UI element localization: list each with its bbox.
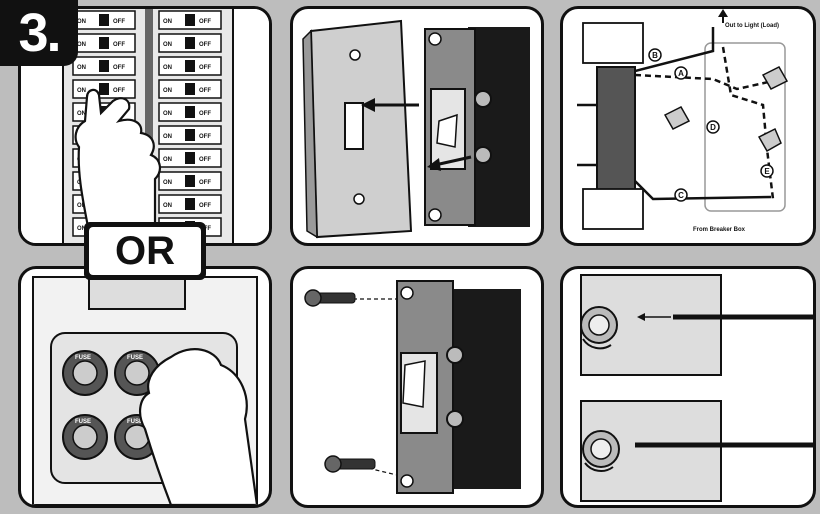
- breaker-switch: ON OFF: [72, 79, 136, 99]
- breaker-off-label: OFF: [199, 134, 211, 140]
- breaker-switch: ON OFF: [158, 56, 222, 76]
- breaker-on-label: ON: [163, 203, 172, 209]
- svg-text:E: E: [764, 167, 770, 176]
- breaker-off-label: OFF: [113, 65, 125, 71]
- breaker-on-label: ON: [77, 88, 86, 94]
- breaker-on-label: ON: [163, 157, 172, 163]
- breaker-off-label: OFF: [113, 19, 125, 25]
- screws-illustration: [304, 280, 521, 494]
- wire-marker-d: D: [706, 120, 720, 134]
- fuse: FUSE: [62, 350, 108, 396]
- breaker-switch: ON OFF: [158, 33, 222, 53]
- breaker-switch: ON OFF: [158, 10, 222, 30]
- breaker-on-label: ON: [163, 111, 172, 117]
- breaker-off-label: OFF: [113, 88, 125, 94]
- breaker-switch: ON OFF: [72, 56, 136, 76]
- breaker-off-label: OFF: [199, 157, 211, 163]
- breaker-on-label: ON: [163, 42, 172, 48]
- from-breaker-label: From Breaker Box: [693, 227, 746, 233]
- or-label: OR: [89, 227, 201, 275]
- breaker-on-label: ON: [77, 111, 86, 117]
- breaker-off-label: OFF: [199, 111, 211, 117]
- wire-marker-a: A: [674, 66, 688, 80]
- breaker-switch: ON OFF: [158, 148, 222, 168]
- wire-marker-b: B: [648, 48, 662, 62]
- breaker-on-label: ON: [163, 180, 172, 186]
- hand-shape: [74, 88, 161, 243]
- breaker-off-label: OFF: [199, 42, 211, 48]
- breaker-on-label: ON: [163, 65, 172, 71]
- breaker-off-label: OFF: [199, 88, 211, 94]
- breaker-on-label: ON: [163, 19, 172, 25]
- breaker-switch: ON OFF: [72, 10, 136, 30]
- svg-text:B: B: [652, 51, 658, 60]
- out-to-light-label: Out to Light (Load): [725, 23, 779, 29]
- breaker-on-label: ON: [77, 226, 86, 232]
- panel-terminal-screws: [560, 266, 816, 508]
- fuse: FUSE: [62, 414, 108, 460]
- svg-text:C: C: [678, 191, 684, 200]
- breaker-off-label: OFF: [113, 42, 125, 48]
- breaker-switch: ON OFF: [158, 79, 222, 99]
- hand-shape: [139, 348, 259, 505]
- wire-marker-e: E: [760, 164, 774, 178]
- fuse-label: FUSE: [75, 419, 91, 425]
- breaker-off-label: OFF: [199, 180, 211, 186]
- breaker-on-label: ON: [163, 134, 172, 140]
- panel-remove-screws: [290, 266, 544, 508]
- breaker-on-label: ON: [77, 42, 86, 48]
- panel-remove-cover-plate: [290, 6, 544, 246]
- breaker-on-label: ON: [77, 65, 86, 71]
- wiring-illustration: A B C D E: [577, 9, 789, 230]
- fuse-label: FUSE: [127, 355, 143, 361]
- breaker-on-label: ON: [77, 19, 86, 25]
- cover-plate-illustration: [302, 19, 530, 239]
- breaker-switch: ON OFF: [158, 194, 222, 214]
- terminal-illustration: [580, 274, 813, 502]
- wire-marker-c: C: [674, 188, 688, 202]
- breaker-switch: ON OFF: [158, 102, 222, 122]
- breaker-switch: ON OFF: [158, 125, 222, 145]
- fuse-label: FUSE: [127, 419, 143, 425]
- breaker-on-label: ON: [77, 203, 86, 209]
- svg-text:A: A: [678, 69, 684, 78]
- step-number-badge: 3.: [0, 0, 78, 66]
- breaker-on-label: ON: [163, 88, 172, 94]
- arrow-plate-off-2: [434, 155, 472, 167]
- breaker-off-label: OFF: [199, 65, 211, 71]
- breaker-switch: ON OFF: [72, 33, 136, 53]
- fuse-box-illustration: FUSE FUSE FUSE FUSE: [32, 269, 259, 505]
- breaker-switch: ON OFF: [158, 171, 222, 191]
- fuse-label: FUSE: [75, 355, 91, 361]
- breaker-off-label: OFF: [199, 203, 211, 209]
- breaker-off-label: OFF: [199, 19, 211, 25]
- panel-wiring-diagram: A B C D E Out to Light (Load) From Breaker B…: [560, 6, 816, 246]
- svg-text:D: D: [710, 123, 716, 132]
- panel-fuse-box: FUSE FUSE FUSE FUSE: [18, 266, 272, 508]
- or-badge: OR: [84, 222, 206, 280]
